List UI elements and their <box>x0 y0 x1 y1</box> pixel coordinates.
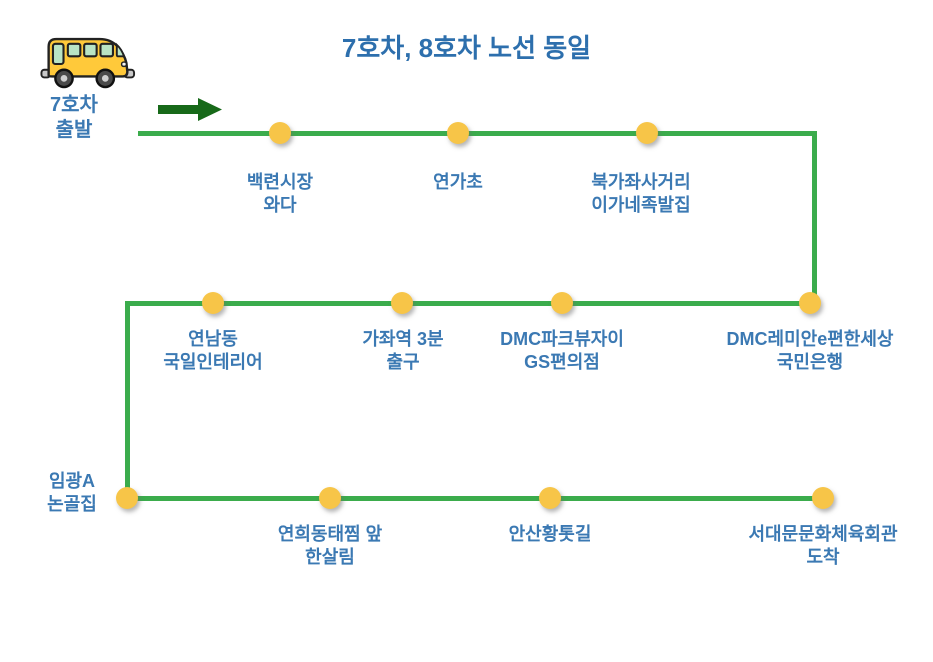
stop-marker <box>539 487 561 509</box>
stop-marker <box>319 487 341 509</box>
start-label-line1: 7호차 <box>50 94 98 116</box>
start-label-line2: 출발 <box>55 119 93 141</box>
right-arrow-icon <box>158 98 222 121</box>
stop-marker <box>799 292 821 314</box>
route-line-left-vertical <box>125 301 130 501</box>
stop-marker <box>636 122 658 144</box>
route-line-middle <box>125 301 817 306</box>
route-line-top <box>138 131 817 136</box>
school-bus-icon <box>40 37 136 89</box>
stop-marker <box>202 292 224 314</box>
stop-marker <box>812 487 834 509</box>
route-line-right-vertical <box>812 131 817 306</box>
stop-label-ansan-hwangtot-gil: 안산황톳길 <box>508 524 592 544</box>
start-label: 7호차 출발 <box>14 93 134 143</box>
stop-marker <box>551 292 573 314</box>
route-line-bottom <box>125 496 823 501</box>
diagram-title: 7호차, 8호차 노선 동일 <box>341 33 592 63</box>
stop-marker <box>269 122 291 144</box>
stop-label-yeongacho: 연가초 <box>433 172 483 192</box>
stop-marker <box>116 487 138 509</box>
stop-marker <box>447 122 469 144</box>
stop-marker <box>391 292 413 314</box>
